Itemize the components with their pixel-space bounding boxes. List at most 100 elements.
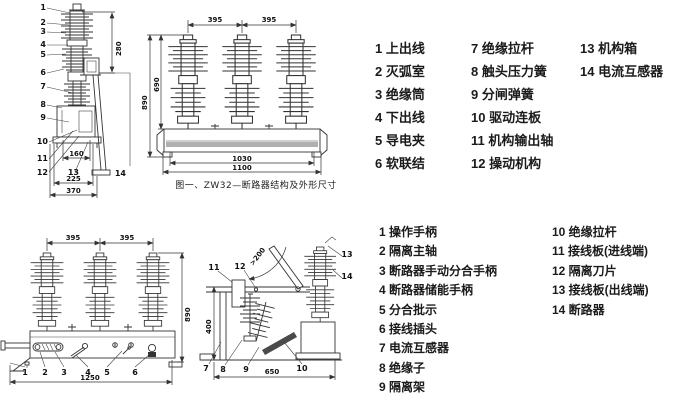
- callout-7: 7: [40, 82, 46, 91]
- fig1-side-view-drawing: 1 2 3 4 5 6 7 8 9 10 11 12 13 14 280 160…: [37, 3, 131, 198]
- legend-item: 6 接线插头: [379, 322, 438, 337]
- fig2-side-view-drawing: 7 8 9 10 11 12 13 14 400 >200 650: [199, 236, 353, 380]
- legend-item: 13 机构箱: [580, 41, 638, 56]
- indicator-knob: [112, 342, 118, 348]
- legend-item: 10 驱动连板: [471, 110, 542, 125]
- dim-890: 890: [184, 307, 192, 322]
- callout-6: 6: [40, 68, 46, 77]
- operating-handle: [2, 342, 31, 349]
- leader-14: [99, 72, 131, 166]
- legend-item: 13 接线板(出线端): [552, 283, 649, 298]
- fig2-legend-col1: 1 操作手柄 2 隔离主轴 3 断路器手动分合手柄 4 断路器储能手柄 5 分合…: [379, 223, 552, 398]
- pull-rod-insulator: [247, 301, 275, 341]
- dim-1030: 1030: [232, 155, 252, 163]
- breaker-front-outline: [156, 34, 328, 158]
- callout-12: 12: [234, 262, 245, 271]
- legend-item: 8 绝缘子: [379, 360, 426, 375]
- breaker-front-outline: [0, 252, 183, 372]
- dim-370: 370: [66, 187, 81, 195]
- legend-item: 10 绝缘拉杆: [552, 225, 617, 239]
- dim-arc-200: >200: [248, 246, 267, 267]
- isolator-handle-rod: [268, 245, 304, 290]
- legend-item: 3 绝缘筒: [375, 87, 425, 102]
- legend-item: 3 断路器手动分合手柄: [379, 263, 498, 278]
- legend-item: 14 断路器: [552, 302, 605, 317]
- legend-item: 9 分闸弹簧: [471, 87, 534, 102]
- legend-item: 12 操动机构: [471, 156, 542, 171]
- dim-395-right: 395: [262, 16, 277, 24]
- callout-4: 4: [40, 40, 46, 49]
- dim-400: 400: [205, 319, 213, 334]
- legend-item: 2 隔离主轴: [379, 244, 438, 259]
- plug-indicator: [147, 343, 157, 353]
- legend-item: 6 软联结: [375, 156, 425, 171]
- dim-690: 690: [153, 77, 161, 92]
- legend-item: 2 灭弧室: [375, 64, 425, 79]
- isolating-blade: [262, 332, 297, 355]
- fig2-legend: 1 操作手柄 2 隔离主轴 3 断路器手动分合手柄 4 断路器储能手柄 5 分合…: [379, 223, 649, 398]
- callout-9: 9: [243, 365, 249, 374]
- legend-item: 7 电流互感器: [379, 341, 450, 356]
- dim-225: 225: [66, 175, 81, 183]
- mechanism-box: [300, 321, 336, 354]
- callout-8: 8: [40, 100, 46, 109]
- energy-storage-handle: [70, 346, 86, 359]
- callout-6: 6: [132, 368, 138, 377]
- legend-item: 8 触头压力簧: [471, 64, 547, 79]
- callout-11: 11: [208, 263, 220, 272]
- callout-3: 3: [61, 368, 67, 377]
- fig2-front-view-drawing: 1 2 3 4 5 6 395 395 890 1250: [0, 234, 192, 385]
- fig1-legend: 1 上出线 2 灭弧室 3 绝缘筒 4 下出线 5 导电夹 6 软联结 7 绝缘…: [375, 37, 663, 175]
- dim-395-right: 395: [120, 234, 135, 242]
- legend-item: 1 操作手柄: [379, 225, 438, 239]
- callout-4: 4: [85, 368, 91, 377]
- fig2-front-callouts: 1 2 3 4 5 6: [9, 350, 150, 377]
- fig2-legend-col2: 10 绝缘拉杆 11 接线板(进线端) 12 隔离刀片 13 接线板(出线端) …: [552, 223, 649, 398]
- legend-item: 5 分合批示: [379, 302, 438, 317]
- dim-395-left: 395: [66, 234, 81, 242]
- legend-item: 4 下出线: [375, 110, 425, 125]
- callout-14: 14: [341, 272, 353, 281]
- callout-12: 12: [37, 168, 48, 177]
- callout-14: 14: [115, 169, 127, 178]
- fig2-front-dimensions: 395 395 890 1250: [9, 234, 192, 385]
- callout-5: 5: [40, 50, 46, 59]
- ct-bracket: [83, 57, 100, 76]
- fig1-front-dimensions: 395 395 890 690 1030 1100: [141, 16, 322, 175]
- fig1-caption: 图一、ZW32—断路器结构及外形尺寸: [175, 179, 337, 191]
- legend-item: 1 上出线: [375, 41, 425, 56]
- breaker-side-outline: [52, 3, 131, 176]
- support-leg: [92, 74, 107, 171]
- callout-1: 1: [22, 368, 28, 377]
- left-frame: [219, 292, 227, 360]
- callout-7: 7: [203, 364, 209, 373]
- legend-item: 4 断路器储能手柄: [379, 283, 474, 298]
- legend-item: 14 电流互感器: [580, 64, 664, 79]
- dim-1100: 1100: [232, 164, 252, 172]
- legend-item: 11 机构输出轴: [471, 133, 554, 148]
- callout-3: 3: [40, 27, 46, 36]
- top-hook: [324, 236, 337, 244]
- breaker-pole: [303, 246, 337, 323]
- dim-890: 890: [141, 95, 149, 110]
- dim-395-left: 395: [208, 16, 223, 24]
- fig1-side-callouts: 1 2 3 4 5 6 7 8 9 10 11 12 13 14: [37, 3, 127, 178]
- legend-item: 12 隔离刀片: [552, 263, 617, 278]
- legend-item: 7 绝缘拉杆: [471, 41, 534, 56]
- top-rail: [206, 286, 310, 293]
- callout-8: 8: [220, 365, 226, 374]
- callout-10: 10: [296, 364, 308, 373]
- terminal-strip: [32, 342, 64, 352]
- callout-2: 2: [42, 368, 48, 377]
- incoming-terminal-plate: [231, 279, 246, 308]
- breaker-side-outline: [199, 236, 342, 361]
- mechanism-box: [56, 105, 96, 138]
- callout-1: 1: [40, 3, 46, 12]
- callout-13: 13: [68, 168, 79, 177]
- dim-650: 650: [265, 368, 280, 376]
- dim-280: 280: [115, 41, 123, 56]
- dim-1250: 1250: [80, 374, 100, 382]
- fig1-legend-col2: 7 绝缘拉杆 8 触头压力簧 9 分闸弹簧 10 驱动连板 11 机构输出轴 1…: [471, 37, 580, 175]
- callout-11: 11: [37, 154, 49, 163]
